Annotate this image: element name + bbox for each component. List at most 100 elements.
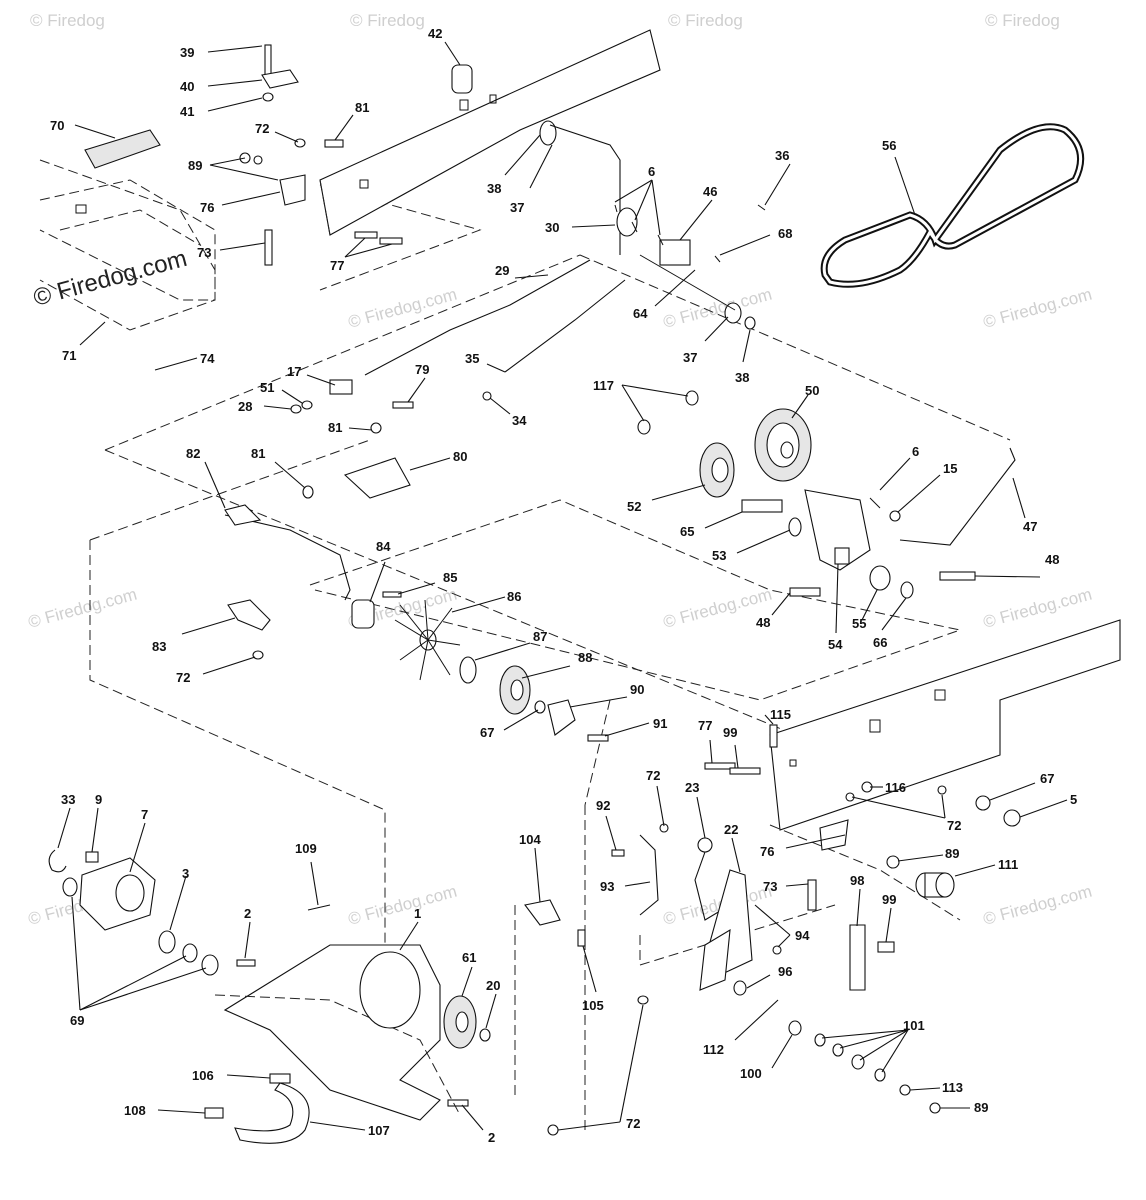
callout-30: 30 xyxy=(545,220,559,235)
watermark: © Firedog.com xyxy=(661,285,774,332)
callout-29: 29 xyxy=(495,263,509,278)
callout-66: 66 xyxy=(873,635,887,650)
callout-34: 34 xyxy=(512,413,527,428)
callout-37: 37 xyxy=(510,200,524,215)
watermark-corner: © Firedog xyxy=(668,11,743,30)
callout-6: 6 xyxy=(648,164,655,179)
watermark: © Firedog.com xyxy=(981,882,1094,929)
watermark: © Firedog.com xyxy=(346,285,459,332)
callout-5: 5 xyxy=(1070,792,1077,807)
watermark: © Firedog.com xyxy=(981,285,1094,332)
callout-15: 15 xyxy=(943,461,957,476)
callout-38: 38 xyxy=(487,181,501,196)
callout-36: 36 xyxy=(775,148,789,163)
callout-76: 76 xyxy=(200,200,214,215)
callout-85: 85 xyxy=(443,570,457,585)
callout-55: 55 xyxy=(852,616,866,631)
callout-117: 117 xyxy=(593,378,614,393)
callout-50: 50 xyxy=(805,383,819,398)
callout-41: 41 xyxy=(180,104,194,119)
callout-72: 72 xyxy=(255,121,269,136)
frame-rail-lower xyxy=(769,619,1121,831)
callout-46: 46 xyxy=(703,184,717,199)
callout-89: 89 xyxy=(974,1100,988,1115)
callout-90: 90 xyxy=(630,682,644,697)
callout-9: 9 xyxy=(95,792,102,807)
callout-84: 84 xyxy=(376,539,391,554)
callout-22: 22 xyxy=(724,822,738,837)
callout-48: 48 xyxy=(756,615,770,630)
watermark: © Firedog.com xyxy=(346,882,459,929)
callout-86: 86 xyxy=(507,589,521,604)
callout-73: 73 xyxy=(197,245,211,260)
callout-48: 48 xyxy=(1045,552,1059,567)
watermark-prominent: © Firedog.com xyxy=(31,245,190,312)
callout-99: 99 xyxy=(882,892,896,907)
callout-72: 72 xyxy=(176,670,190,685)
callout-38: 38 xyxy=(735,370,749,385)
callout-104: 104 xyxy=(519,832,541,847)
callout-64: 64 xyxy=(633,306,648,321)
callout-113: 113 xyxy=(942,1080,963,1095)
callout-labels: 39 40 41 70 42 81 72 89 76 73 77 38 37 6… xyxy=(50,26,1077,1145)
callout-7: 7 xyxy=(141,807,148,822)
callout-56: 56 xyxy=(882,138,896,153)
callout-76: 76 xyxy=(760,844,774,859)
callout-2: 2 xyxy=(244,906,251,921)
callout-81: 81 xyxy=(355,100,369,115)
callout-17: 17 xyxy=(287,364,301,379)
callout-68: 68 xyxy=(778,226,792,241)
callout-37: 37 xyxy=(683,350,697,365)
callout-69: 69 xyxy=(70,1013,84,1028)
callout-6: 6 xyxy=(912,444,919,459)
leader-lines xyxy=(57,41,1068,1131)
callout-20: 20 xyxy=(486,978,500,993)
frame-rail-upper xyxy=(319,29,661,236)
callout-89: 89 xyxy=(188,158,202,173)
callout-80: 80 xyxy=(453,449,467,464)
callout-40: 40 xyxy=(180,79,194,94)
callout-99: 99 xyxy=(723,725,737,740)
callout-107: 107 xyxy=(368,1123,390,1138)
callout-77: 77 xyxy=(330,258,344,273)
callout-61: 61 xyxy=(462,950,476,965)
callout-1: 1 xyxy=(414,906,421,921)
callout-116: 116 xyxy=(885,780,906,795)
callout-105: 105 xyxy=(582,998,604,1013)
callout-65: 65 xyxy=(680,524,694,539)
callout-77: 77 xyxy=(698,718,712,733)
callout-73: 73 xyxy=(763,879,777,894)
callout-81: 81 xyxy=(328,420,342,435)
callout-111: 111 xyxy=(998,857,1018,872)
callout-92: 92 xyxy=(596,798,610,813)
watermark-corner: © Firedog xyxy=(985,11,1060,30)
callout-106: 106 xyxy=(192,1068,214,1083)
callout-51: 51 xyxy=(260,380,274,395)
callout-47: 47 xyxy=(1023,519,1037,534)
callout-53: 53 xyxy=(712,548,726,563)
callout-72: 72 xyxy=(626,1116,640,1131)
watermark-layer: © Firedog © Firedog © Firedog © Firedog … xyxy=(26,11,1094,929)
callout-83: 83 xyxy=(152,639,166,654)
callout-72: 72 xyxy=(646,768,660,783)
callout-108: 108 xyxy=(124,1103,146,1118)
callout-94: 94 xyxy=(795,928,810,943)
callout-28: 28 xyxy=(238,399,252,414)
fan-blades xyxy=(394,599,461,681)
callout-54: 54 xyxy=(828,637,843,652)
callout-112: 112 xyxy=(703,1042,724,1057)
callout-71: 71 xyxy=(62,348,76,363)
callout-79: 79 xyxy=(415,362,429,377)
callout-82: 82 xyxy=(186,446,200,461)
watermark-corner: © Firedog xyxy=(30,11,105,30)
callout-3: 3 xyxy=(182,866,189,881)
parts xyxy=(48,44,1021,1144)
callout-109: 109 xyxy=(295,841,317,856)
callout-91: 91 xyxy=(653,716,667,731)
watermark: © Firedog.com xyxy=(26,585,139,632)
callout-88: 88 xyxy=(578,650,592,665)
watermark-corner: © Firedog xyxy=(350,11,425,30)
callout-52: 52 xyxy=(627,499,641,514)
callout-101: 101 xyxy=(903,1018,925,1033)
